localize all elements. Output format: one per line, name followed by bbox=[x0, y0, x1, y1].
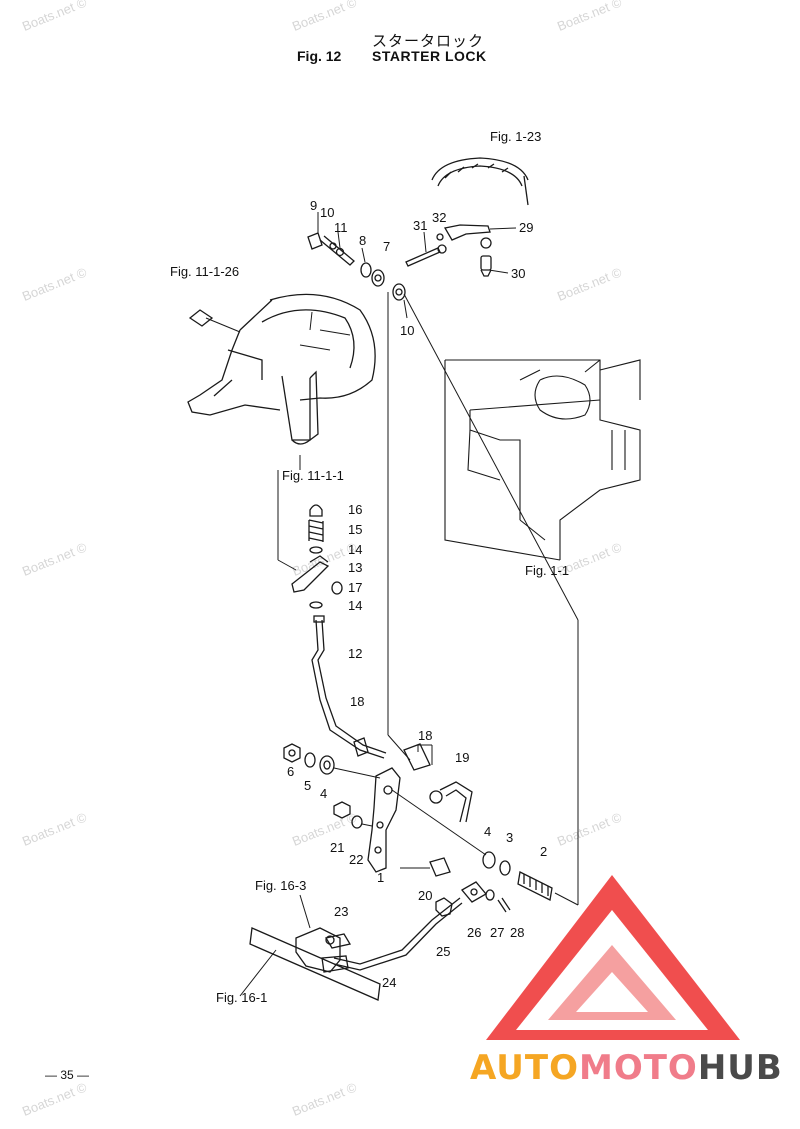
callout-19: 19 bbox=[455, 750, 469, 765]
callout-10b: 10 bbox=[400, 323, 414, 338]
spring-15-part bbox=[308, 519, 324, 542]
automotohub-logo-text: AUTOMOTOHUB bbox=[470, 1048, 783, 1088]
fig-ref-11-1-1: Fig. 11-1-1 bbox=[282, 468, 344, 483]
callout-17: 17 bbox=[348, 580, 362, 595]
lever-13-part bbox=[291, 555, 343, 609]
callout-13: 13 bbox=[348, 560, 362, 575]
automotohub-logo-mark bbox=[486, 875, 740, 1040]
fig-ref-11-1-26: Fig. 11-1-26 bbox=[170, 264, 239, 279]
callout-24: 24 bbox=[382, 975, 396, 990]
washer-5-part bbox=[304, 752, 316, 768]
joint-20-part bbox=[400, 857, 451, 877]
clip-18-part bbox=[353, 737, 433, 771]
callout-30: 30 bbox=[511, 266, 525, 281]
bracket-29-part bbox=[443, 224, 517, 277]
callout-22: 22 bbox=[349, 852, 363, 867]
spacer-3-part bbox=[499, 860, 511, 876]
washer-14-part bbox=[309, 546, 323, 554]
pin-28-part bbox=[497, 897, 511, 913]
callout-15: 15 bbox=[348, 522, 362, 537]
fig-ref-1-1: Fig. 1-1 bbox=[525, 563, 569, 578]
page-number: — 35 — bbox=[45, 1068, 90, 1082]
callout-12: 12 bbox=[348, 646, 362, 661]
callout-31: 31 bbox=[413, 218, 427, 233]
fig-ref-16-1: Fig. 16-1 bbox=[216, 990, 267, 1005]
callout-7: 7 bbox=[383, 239, 390, 254]
shaft-2-part bbox=[517, 871, 553, 901]
clip-27-part bbox=[485, 889, 495, 901]
callout-27: 27 bbox=[490, 925, 504, 940]
japanese-title: スタータロック bbox=[372, 32, 485, 50]
callout-3: 3 bbox=[506, 830, 513, 845]
callout-11: 11 bbox=[334, 220, 348, 235]
callout-21: 21 bbox=[330, 840, 344, 855]
callout-28: 28 bbox=[510, 925, 524, 940]
fig-ref-1-23: Fig. 1-23 bbox=[490, 129, 541, 144]
callout-25: 25 bbox=[436, 944, 450, 959]
cap-16-part bbox=[309, 504, 323, 517]
callout-4b: 4 bbox=[484, 824, 491, 839]
callout-26: 26 bbox=[467, 925, 481, 940]
nut-21-part bbox=[333, 801, 373, 829]
callout-16: 16 bbox=[348, 502, 362, 517]
page-title: STARTER LOCK bbox=[372, 48, 487, 64]
callout-32: 32 bbox=[432, 210, 446, 225]
callout-9: 9 bbox=[310, 198, 317, 213]
fig-ref-16-3: Fig. 16-3 bbox=[255, 878, 306, 893]
callout-20: 20 bbox=[418, 888, 432, 903]
callout-23: 23 bbox=[334, 904, 348, 919]
nut-32-part bbox=[436, 233, 444, 241]
callout-4: 4 bbox=[320, 786, 327, 801]
mounting-bracket-part bbox=[187, 293, 376, 571]
part-callouts: 9 10 11 8 7 31 32 29 30 10 16 15 14 13 1… bbox=[287, 198, 547, 990]
callout-1: 1 bbox=[377, 870, 384, 885]
logo-part-moto: MOTO bbox=[578, 1048, 698, 1088]
assembly-guide-lines bbox=[387, 292, 579, 906]
bolt-9-part bbox=[307, 212, 408, 319]
nut-25-part bbox=[435, 897, 453, 917]
callout-8: 8 bbox=[359, 233, 366, 248]
rod-24-part bbox=[333, 897, 463, 971]
callout-6: 6 bbox=[287, 764, 294, 779]
washer-4b-part bbox=[482, 851, 496, 869]
figure-number: Fig. 12 bbox=[297, 48, 342, 64]
joint-26-part bbox=[461, 881, 487, 903]
callout-5: 5 bbox=[304, 778, 311, 793]
control-assembly-part bbox=[239, 894, 381, 1001]
logo-part-auto: AUTO bbox=[470, 1048, 579, 1088]
flywheel-cover-part bbox=[431, 157, 529, 206]
bolt-31-part bbox=[405, 231, 447, 267]
rod-12-part bbox=[311, 615, 387, 759]
callout-18a: 18 bbox=[350, 694, 364, 709]
logo-part-hub: HUB bbox=[697, 1048, 783, 1088]
callout-18b: 18 bbox=[418, 728, 432, 743]
guide-line bbox=[391, 789, 487, 856]
callout-29: 29 bbox=[519, 220, 533, 235]
nut-6-part bbox=[283, 743, 301, 763]
bushing-4-part bbox=[319, 755, 335, 775]
figure-references: Fig. 1-23 Fig. 11-1-26 Fig. 11-1-1 Fig. … bbox=[170, 129, 569, 1005]
callout-2: 2 bbox=[540, 844, 547, 859]
engine-block-part bbox=[444, 359, 641, 561]
callout-14: 14 bbox=[348, 542, 362, 557]
callout-14b: 14 bbox=[348, 598, 362, 613]
lever-plate-1-part bbox=[367, 767, 401, 873]
callout-10: 10 bbox=[320, 205, 334, 220]
rod-19-part bbox=[429, 781, 473, 823]
